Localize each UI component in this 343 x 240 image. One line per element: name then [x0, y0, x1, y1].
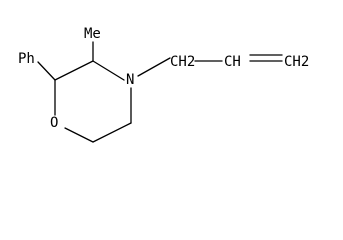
label-phenyl: Ph [18, 51, 35, 67]
label-allyl-ch2: CH2 [170, 54, 195, 70]
molecule-structure: Ph Me N O CH2 CH CH2 [18, 26, 309, 143]
bonds [37, 41, 283, 143]
label-allyl-terminal: CH2 [284, 54, 309, 70]
bond-n-allyl [137, 57, 171, 77]
label-nitrogen: N [126, 72, 134, 88]
label-oxygen: O [50, 115, 58, 131]
bond-o-c6 [64, 127, 94, 143]
label-methyl: Me [84, 26, 101, 42]
atom-labels: Ph Me N O CH2 CH CH2 [18, 26, 309, 131]
bond-c6-c5 [92, 122, 132, 143]
bond-phenyl-c2 [37, 61, 56, 81]
bond-c2-c3 [54, 60, 94, 81]
bond-c3-n [92, 60, 125, 81]
label-allyl-ch: CH [224, 54, 241, 70]
